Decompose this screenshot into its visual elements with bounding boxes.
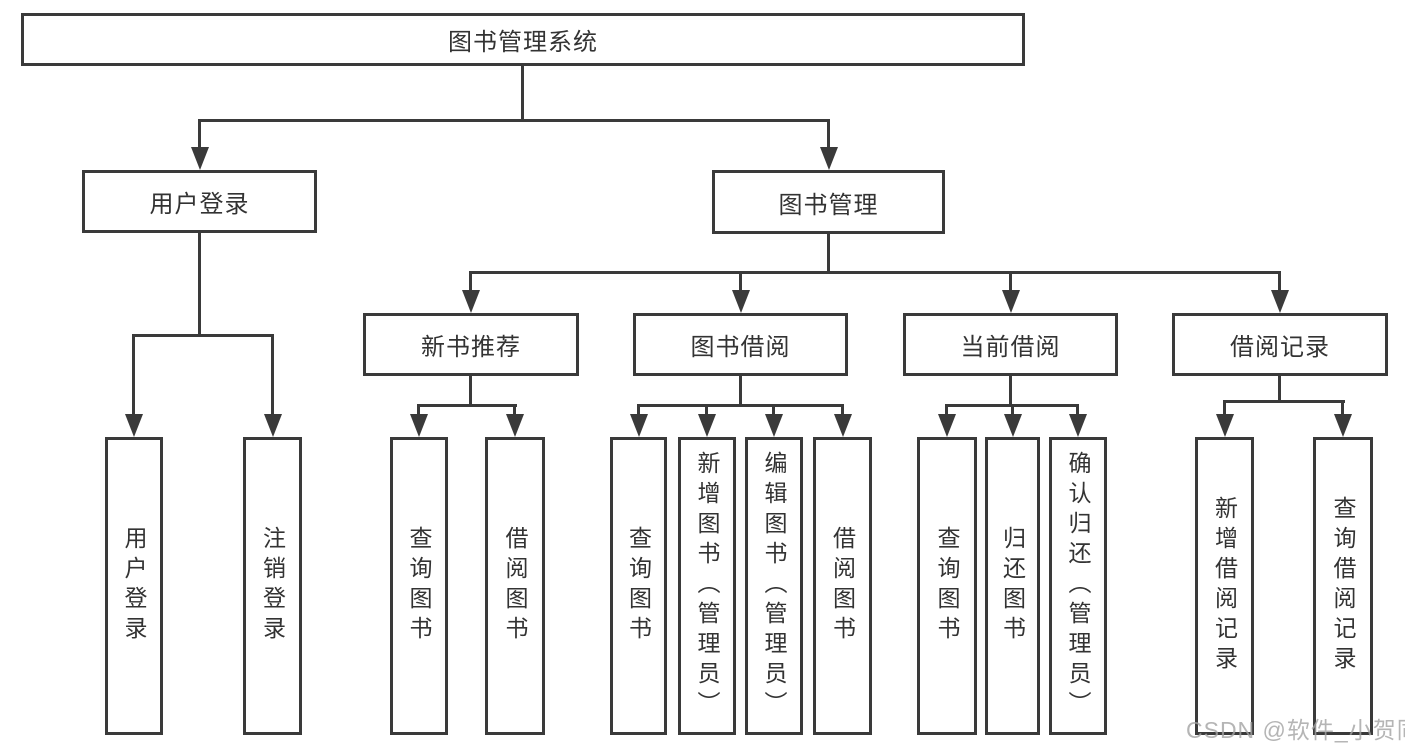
arrowhead-down-icon <box>190 147 209 170</box>
connector-line <box>1009 373 1012 407</box>
connector-line <box>739 271 742 294</box>
arrowhead-down-icon <box>462 290 480 313</box>
arrowhead-down-icon <box>1069 414 1087 437</box>
connector-line <box>417 404 517 407</box>
connector-line <box>637 404 640 418</box>
node-label: 图书管理 <box>778 191 879 219</box>
connector-line <box>1011 404 1014 418</box>
arrowhead-down-icon <box>410 414 428 437</box>
connector-line <box>1223 400 1345 403</box>
leaf-return-book: 归还图书 <box>985 437 1040 735</box>
node-user-login: 用户登录 <box>82 170 317 233</box>
connector-line <box>637 404 844 407</box>
leaf-confirm-return-admin: 确认归还（管理员） <box>1049 437 1107 735</box>
node-current-borrowing: 当前借阅 <box>903 313 1118 376</box>
arrowhead-down-icon <box>125 414 143 437</box>
node-label: 新书推荐 <box>421 334 521 361</box>
arrowhead-down-icon <box>506 414 524 437</box>
node-label: 借阅图书 <box>502 526 528 646</box>
node-label: 用户登录 <box>149 191 250 218</box>
node-book-management: 图书管理 <box>712 170 945 234</box>
node-label: 借阅记录 <box>1230 334 1330 361</box>
leaf-query-books-current: 查询图书 <box>917 437 977 735</box>
arrowhead-down-icon <box>765 414 783 437</box>
node-label: 查询借阅记录 <box>1330 496 1356 676</box>
node-label: 图书管理系统 <box>448 29 598 56</box>
node-book-borrowing: 图书借阅 <box>633 313 848 376</box>
connector-line <box>271 334 274 418</box>
connector-line <box>513 404 516 418</box>
connector-line <box>132 334 135 418</box>
connector-line <box>198 119 201 151</box>
connector-line <box>772 404 775 418</box>
arrowhead-down-icon <box>1334 414 1352 437</box>
node-label: 查询图书 <box>625 526 652 646</box>
leaf-query-books-recommend: 查询图书 <box>390 437 448 735</box>
connector-line <box>469 271 472 294</box>
connector-line <box>469 373 472 407</box>
arrowhead-down-icon <box>263 414 282 437</box>
connector-line <box>198 230 201 337</box>
node-borrowing-records: 借阅记录 <box>1172 313 1388 376</box>
leaf-borrow-books: 借阅图书 <box>813 437 872 735</box>
leaf-add-book-admin: 新增图书（管理员） <box>678 437 736 735</box>
arrowhead-down-icon <box>629 414 648 437</box>
leaf-query-borrow-record: 查询借阅记录 <box>1313 437 1373 735</box>
watermark: CSDN @软件_小贺同学 <box>1186 717 1405 743</box>
connector-line <box>1009 271 1012 294</box>
connector-line <box>1278 373 1281 403</box>
connector-line <box>841 404 844 418</box>
connector-line <box>827 119 830 151</box>
arrowhead-down-icon <box>698 414 716 437</box>
arrowhead-down-icon <box>1271 290 1289 313</box>
node-label: 当前借阅 <box>960 334 1061 361</box>
connector-line <box>417 404 420 418</box>
connector-line <box>198 119 830 122</box>
connector-line <box>827 231 830 274</box>
arrowhead-down-icon <box>731 290 750 313</box>
connector-line <box>469 271 1281 274</box>
arrowhead-down-icon <box>938 414 956 437</box>
node-label: 借阅图书 <box>829 526 856 646</box>
arrowhead-down-icon <box>819 147 838 170</box>
arrowhead-down-icon <box>833 414 852 437</box>
node-label: 确认归还（管理员） <box>1065 451 1091 721</box>
connector-line <box>521 63 524 122</box>
leaf-query-books-borrowing: 查询图书 <box>610 437 667 735</box>
node-label: 图书借阅 <box>690 334 791 361</box>
connector-line <box>945 404 948 418</box>
connector-line <box>1278 271 1281 294</box>
connector-line <box>739 373 742 407</box>
node-label: 新增借阅记录 <box>1211 496 1238 676</box>
node-new-book-recommendation: 新书推荐 <box>363 313 579 376</box>
connector-line <box>1341 400 1344 418</box>
connector-line <box>1223 400 1226 418</box>
leaf-edit-book-admin: 编辑图书（管理员） <box>745 437 803 735</box>
leaf-logout: 注销登录 <box>243 437 302 735</box>
node-label: 查询图书 <box>934 526 960 646</box>
connector-line <box>132 334 274 337</box>
arrowhead-down-icon <box>1003 414 1022 437</box>
node-label: 用户登录 <box>121 526 147 646</box>
connector-line <box>705 404 708 418</box>
leaf-add-borrow-record: 新增借阅记录 <box>1195 437 1254 735</box>
node-label: 新增图书（管理员） <box>694 451 720 721</box>
node-label: 编辑图书（管理员） <box>761 451 787 721</box>
leaf-user-login: 用户登录 <box>105 437 163 735</box>
node-label: 注销登录 <box>259 526 286 646</box>
node-label: 查询图书 <box>406 526 432 646</box>
arrowhead-down-icon <box>1215 414 1234 437</box>
connector-line <box>1076 404 1079 418</box>
node-library-management-system: 图书管理系统 <box>21 13 1025 66</box>
leaf-borrow-books-recommend: 借阅图书 <box>485 437 545 735</box>
node-label: 归还图书 <box>999 526 1026 646</box>
arrowhead-down-icon <box>1001 290 1020 313</box>
